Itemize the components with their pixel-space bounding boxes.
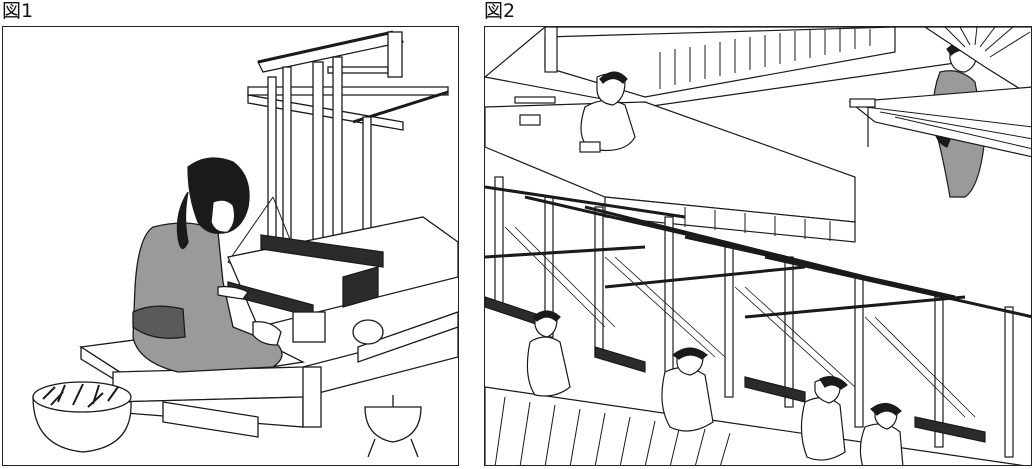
woman-at-loom-illustration [32, 30, 458, 458]
figure-1-panel [2, 26, 459, 466]
figure-2-panel [484, 26, 1032, 466]
figure-2-label: 図2 [484, 0, 516, 22]
weaving-workshop-illustration [485, 27, 1031, 465]
figure-1-label: 図1 [2, 0, 34, 22]
